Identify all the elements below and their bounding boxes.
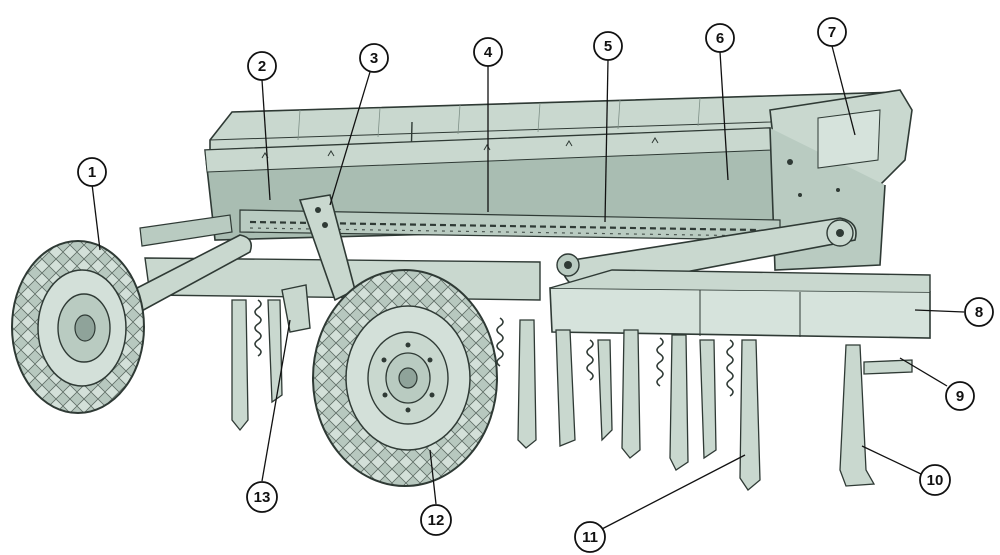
callout-6-label: 6: [716, 30, 724, 47]
callout-8: 8: [964, 297, 994, 327]
callout-6: 6: [705, 23, 735, 53]
callout-10: 10: [919, 464, 951, 496]
callout-12-label: 12: [428, 512, 445, 529]
callout-4: 4: [473, 37, 503, 67]
callout-2-label: 2: [258, 58, 266, 75]
callout-3: 3: [359, 43, 389, 73]
lift-arm: [281, 194, 356, 333]
callout-11: 11: [574, 521, 606, 553]
opener-tines: [231, 299, 913, 491]
callout-9: 9: [945, 381, 975, 411]
callout-1-label: 1: [88, 164, 96, 181]
callout-10-label: 10: [927, 472, 944, 489]
callout-13-label: 13: [254, 489, 271, 506]
callout-7-label: 7: [828, 24, 836, 41]
main-frame: [144, 257, 931, 339]
callout-9-label: 9: [956, 388, 964, 405]
callout-8-label: 8: [975, 304, 983, 321]
opener-springs: [254, 299, 734, 397]
callout-12: 12: [420, 504, 452, 536]
callout-11-label: 11: [582, 529, 598, 546]
leader-lines: [91, 45, 965, 531]
callout-4-label: 4: [484, 44, 493, 61]
callout-2: 2: [247, 51, 277, 81]
main-wheel: [312, 269, 498, 487]
front-wheel: [11, 240, 145, 414]
callout-3-label: 3: [370, 50, 378, 67]
callout-13: 13: [246, 481, 278, 513]
callout-1: 1: [77, 157, 107, 187]
callout-5: 5: [593, 31, 623, 61]
callout-5-label: 5: [604, 38, 612, 55]
callout-7: 7: [817, 17, 847, 47]
